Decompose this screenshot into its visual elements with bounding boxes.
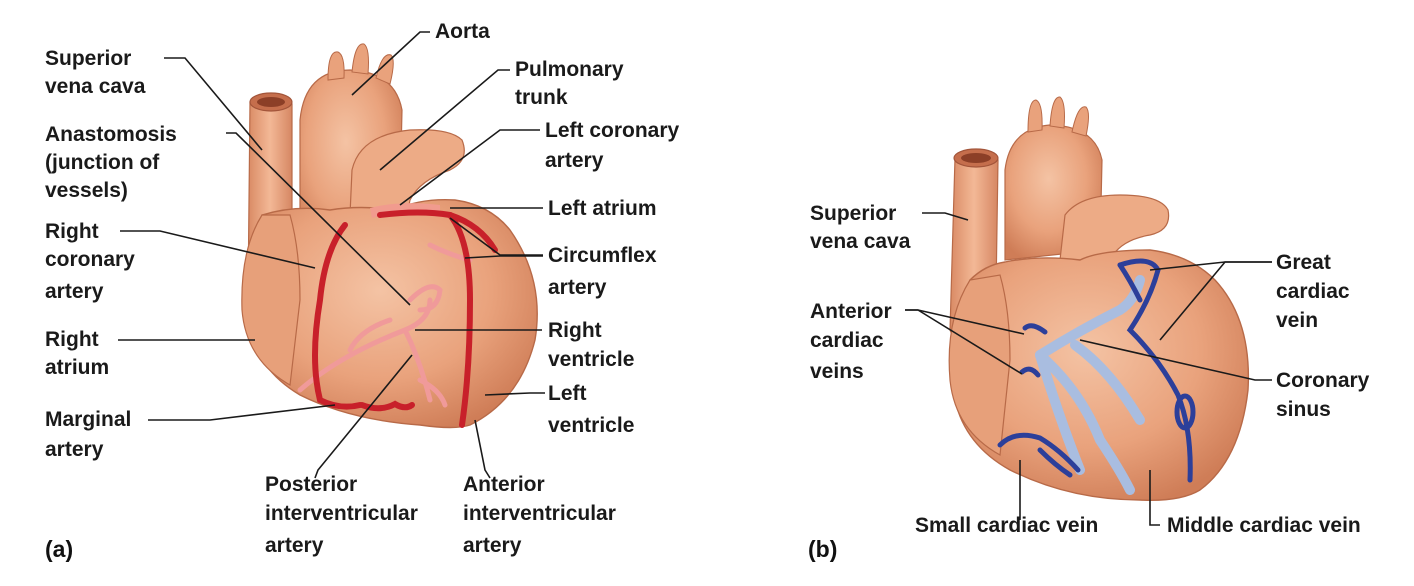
labels-a: Superior vena cava Anastomosis (junction… — [45, 20, 685, 562]
panel-letter-a: (a) — [45, 536, 73, 562]
label-marginal-artery: Marginal artery — [45, 408, 137, 461]
leaders-a — [118, 31, 545, 479]
label-anterior-cardiac-veins: Anterior cardiac veins — [810, 300, 898, 383]
right-atrium-shape — [241, 214, 301, 386]
label-circumflex-artery: Circumflex artery — [548, 244, 662, 299]
label-pulmonary-trunk: Pulmonary trunk — [515, 58, 629, 109]
labels-b: Superior vena cava Anterior cardiac vein… — [808, 202, 1375, 562]
label-left-coronary-artery: Left coronary artery — [545, 119, 685, 172]
label-coronary-sinus: Coronary sinus — [1276, 369, 1375, 421]
pulmonary-trunk-shape — [349, 129, 465, 226]
heart-a — [241, 43, 538, 429]
label-anastomosis: Anastomosis (junction of vessels) — [45, 123, 183, 202]
label-right-coronary-artery: Right coronary artery — [45, 220, 141, 303]
label-posterior-interventricular-artery: Posterior interventricular artery — [265, 473, 424, 557]
label-small-cardiac-vein: Small cardiac vein — [915, 514, 1098, 537]
label-middle-cardiac-vein: Middle cardiac vein — [1167, 514, 1361, 537]
posterior-veins — [1035, 275, 1145, 495]
label-left-atrium: Left atrium — [548, 197, 657, 220]
panel-letter-b: (b) — [808, 536, 837, 562]
label-superior-vena-cava-b: Superior vena cava — [810, 202, 911, 253]
heart-b — [948, 96, 1250, 501]
pulmonary-trunk-shape-b — [1059, 194, 1170, 261]
label-right-atrium: Right atrium — [45, 328, 109, 379]
label-aorta: Aorta — [435, 20, 490, 43]
label-right-ventricle: Right ventricle — [548, 319, 634, 371]
label-anterior-interventricular-artery: Anterior interventricular artery — [463, 473, 622, 557]
label-left-ventricle: Left ventricle — [548, 382, 634, 437]
label-superior-vena-cava-a: Superior vena cava — [45, 47, 146, 98]
anterior-arteries — [312, 209, 498, 428]
label-great-cardiac-vein: Great cardiac vein — [1276, 251, 1355, 332]
leaders-b — [905, 212, 1272, 526]
anterior-veins — [997, 258, 1196, 483]
